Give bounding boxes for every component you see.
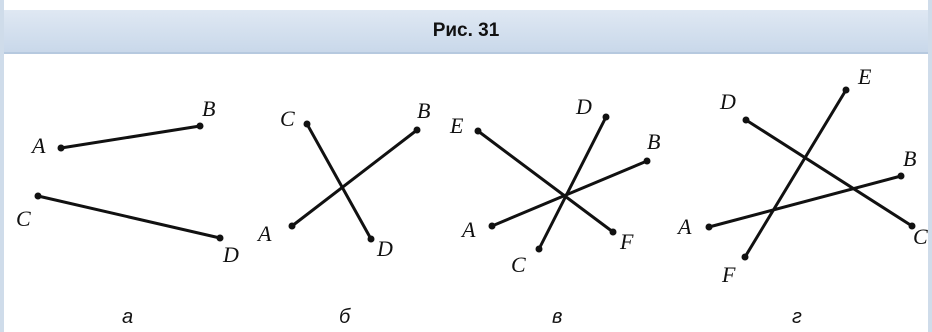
label-e: E	[857, 64, 872, 89]
label-f: F	[619, 229, 634, 254]
panel-caption: б	[339, 306, 351, 328]
point-d	[216, 234, 224, 242]
point-b	[413, 126, 421, 134]
point-e	[474, 127, 482, 135]
label-a: A	[256, 221, 272, 246]
panel-g: A B C D E F г	[676, 64, 928, 328]
label-a: A	[30, 133, 46, 158]
segment-ef	[743, 88, 848, 259]
label-a: A	[460, 217, 476, 242]
point-b	[643, 157, 651, 165]
label-d: D	[222, 242, 239, 267]
label-d: D	[719, 89, 736, 114]
label-c: C	[16, 206, 31, 231]
point-d	[602, 113, 610, 121]
panel-b: A B C D б	[256, 98, 430, 328]
segment-cd	[36, 194, 222, 240]
segment-cd	[305, 122, 373, 241]
point-a	[705, 223, 713, 231]
point-a	[488, 222, 496, 230]
segment-dc	[537, 115, 608, 251]
label-b: B	[202, 96, 215, 121]
figure-title: Рис. 31	[432, 20, 500, 41]
point-d	[742, 116, 750, 124]
point-c	[303, 120, 311, 128]
label-c: C	[280, 106, 295, 131]
label-c: C	[913, 224, 928, 249]
segment-ab	[490, 159, 649, 228]
point-c	[908, 222, 916, 230]
point-b	[897, 172, 905, 180]
point-a	[57, 144, 65, 152]
segment-ab	[59, 124, 202, 150]
panel-a: A B C D а	[16, 96, 239, 328]
segment-ab	[707, 174, 903, 229]
label-a: A	[676, 214, 692, 239]
panel-caption: в	[552, 306, 562, 328]
segment-dc	[744, 118, 914, 228]
point-c	[535, 245, 543, 253]
segment-ef	[476, 129, 615, 234]
point-a	[288, 222, 296, 230]
segments-diagram: A B C D а A B C D б	[16, 64, 928, 328]
point-b	[196, 122, 204, 130]
panel-caption: а	[122, 306, 133, 328]
label-c: C	[511, 252, 526, 277]
point-f	[741, 253, 749, 261]
label-f: F	[721, 262, 736, 287]
point-f	[609, 228, 617, 236]
point-d	[367, 235, 375, 243]
label-d: D	[575, 94, 592, 119]
panel-v: A B C D E F в	[449, 94, 660, 328]
label-b: B	[647, 129, 660, 154]
label-b: B	[417, 98, 430, 123]
label-b: B	[903, 146, 916, 171]
label-e: E	[449, 113, 464, 138]
label-d: D	[376, 236, 393, 261]
point-e	[842, 86, 850, 94]
panel-caption: г	[792, 306, 802, 328]
point-c	[34, 192, 42, 200]
figure-header: Рис. 31	[4, 10, 928, 54]
segment-ab	[290, 128, 419, 228]
